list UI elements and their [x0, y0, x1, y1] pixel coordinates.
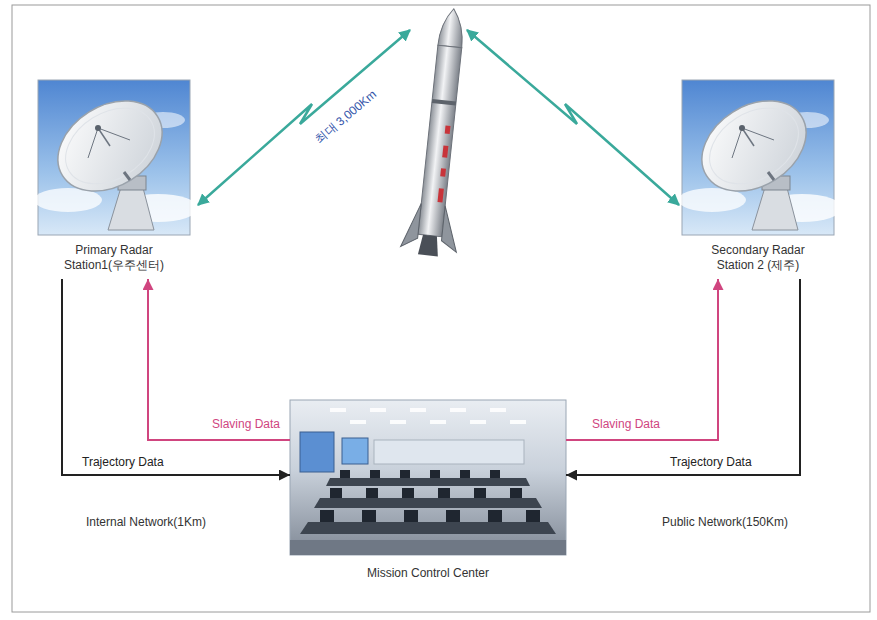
wall-screen — [300, 432, 334, 472]
radio-link-arrow — [198, 30, 410, 205]
back-wall — [374, 440, 524, 464]
label-holder: Trajectory Data — [82, 452, 164, 470]
rocket-markings — [437, 126, 450, 203]
rocket-nozzle — [418, 234, 440, 256]
control-center: Mission Control Center — [290, 400, 566, 581]
rocket-nose — [438, 7, 466, 47]
wall-screen — [342, 438, 368, 464]
station-label: Primary Radar Station1(우주센터) — [54, 243, 174, 273]
label-holder: Slaving Data — [592, 414, 660, 432]
trajectory-arrow — [62, 279, 290, 475]
label-holder: Slaving Data — [212, 414, 280, 432]
edge-label: Slaving Data — [592, 417, 660, 431]
room-ground — [290, 400, 566, 555]
rocket-fin — [401, 202, 422, 248]
edge-label: Trajectory Data — [82, 455, 164, 469]
label-holder: 최대 3,000Km — [310, 85, 379, 147]
edge-label: Slaving Data — [212, 417, 280, 431]
frame — [12, 5, 870, 612]
monitors — [320, 470, 540, 522]
radar-dish-image — [678, 80, 842, 235]
slaving-arrow — [566, 279, 718, 440]
telemetry-link — [198, 30, 679, 205]
control-room-picture — [290, 400, 566, 555]
trajectory-arrow — [566, 279, 800, 475]
station-label: Secondary Radar Station 2 (제주) — [698, 243, 818, 273]
console-rows — [300, 478, 556, 534]
rocket-band — [432, 99, 456, 105]
label-holder: Public Network(150Km) — [662, 512, 788, 530]
ceiling-lights — [330, 408, 526, 424]
label-holder: Internal Network(1Km) — [86, 512, 206, 530]
rocket — [400, 6, 482, 258]
distance-label: 최대 3,000Km — [312, 87, 379, 146]
floor — [290, 540, 566, 555]
radio-link-arrow — [467, 30, 679, 205]
slaving-arrow — [148, 279, 290, 440]
rocket-fin — [440, 206, 461, 252]
station-label: Mission Control Center — [298, 566, 558, 581]
label-holder: Trajectory Data — [670, 452, 752, 470]
radar-station: Secondary Radar Station 2 (제주) — [682, 80, 834, 273]
edge-label: Trajectory Data — [670, 455, 752, 469]
network-label: Internal Network(1Km) — [86, 515, 206, 529]
radar-dish-image — [34, 80, 198, 235]
radar-station: Primary Radar Station1(우주센터) — [38, 80, 190, 273]
rocket-body — [418, 45, 462, 236]
network-label: Public Network(150Km) — [662, 515, 788, 529]
